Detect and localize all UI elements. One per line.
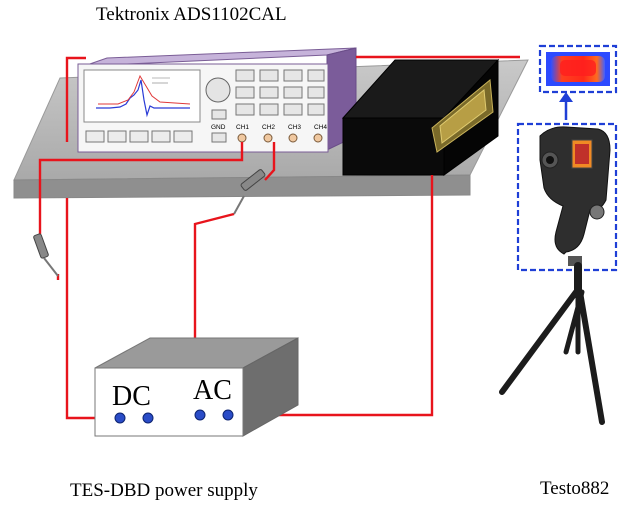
probe-1 xyxy=(33,233,59,277)
button-label-gnd: GND xyxy=(211,124,226,131)
power-supply xyxy=(94,337,299,437)
dbd-reactor xyxy=(341,58,500,176)
button-label-ch2: CH2 xyxy=(262,124,275,131)
power-supply-label: TES-DBD power supply xyxy=(70,480,258,501)
dc-label: DC xyxy=(112,381,151,412)
control-buttons xyxy=(211,69,325,120)
thermal-camera xyxy=(539,126,611,266)
bottom-soft-keys xyxy=(85,130,193,143)
thermal-image-inset xyxy=(538,44,618,94)
arrow-up-icon xyxy=(559,92,573,120)
ch3-port xyxy=(288,133,298,143)
reactor-electrode-window xyxy=(431,79,494,153)
button-label-ch3: CH3 xyxy=(288,124,301,131)
ac-terminal-1 xyxy=(194,409,206,421)
oscilloscope: GND CH1 CH2 CH3 CH4 xyxy=(77,47,357,153)
camera-label: Testo882 xyxy=(540,478,610,499)
button-label-ch4: CH4 xyxy=(314,124,327,131)
adjust-knob xyxy=(205,77,231,103)
ch2-port xyxy=(263,133,273,143)
tripod xyxy=(499,262,605,425)
dc-terminal-2 xyxy=(142,412,154,424)
button-label-ch1: CH1 xyxy=(236,124,249,131)
wiring xyxy=(38,55,520,420)
waveform-trace xyxy=(96,74,191,118)
ac-terminal-2 xyxy=(222,409,234,421)
probe-2 xyxy=(233,169,266,215)
oscilloscope-label: Tektronix ADS1102CAL xyxy=(96,4,287,25)
oscilloscope-screen xyxy=(83,69,201,123)
ac-label: AC xyxy=(193,375,232,406)
camera-highlight-box xyxy=(516,122,618,272)
dc-terminal-1 xyxy=(114,412,126,424)
ch1-port xyxy=(237,133,247,143)
ch4-port xyxy=(313,133,323,143)
